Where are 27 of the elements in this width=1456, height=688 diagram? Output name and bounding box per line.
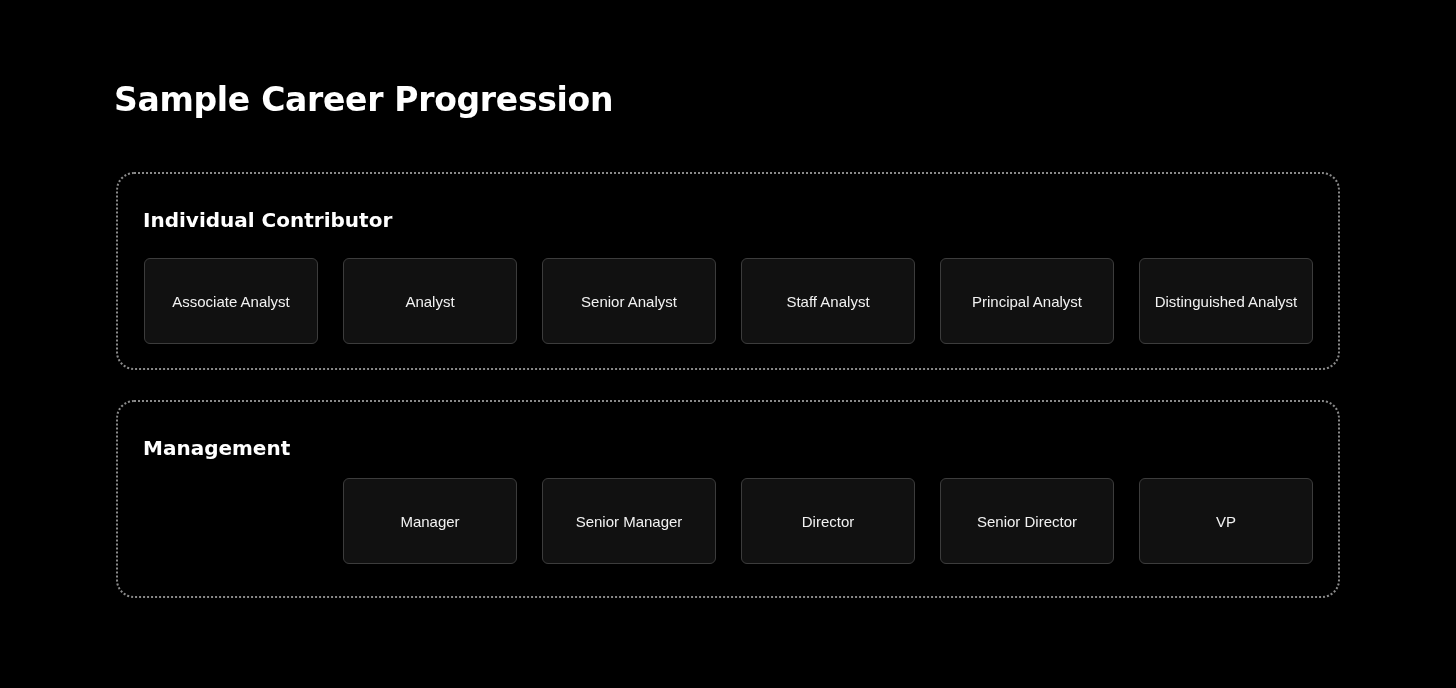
role-label: Senior Manager [575,512,683,530]
role-label: Senior Director [976,512,1077,530]
role-label: Distinguished Analyst [1154,292,1298,310]
role-box [741,478,915,564]
role-label: Senior Analyst [581,292,677,310]
role-box [542,258,716,344]
diagram-title: Sample Career Progression [114,80,614,119]
role-label: Analyst [405,292,455,310]
role-label: Manager [400,512,460,530]
role-box [940,258,1114,344]
role-box [343,258,517,344]
role-label: Director [801,512,855,530]
role-box [343,478,517,564]
role-label: Associate Analyst [172,292,290,310]
role-label: VP [1216,512,1236,530]
role-box [542,478,716,564]
track-group [116,172,1340,370]
track-group [116,400,1340,598]
group-heading: Individual Contributor [143,208,393,232]
role-box [741,258,915,344]
role-box [1139,258,1313,344]
role-box [940,478,1114,564]
role-box [144,258,318,344]
role-label: Staff Analyst [786,292,870,310]
role-box [1139,478,1313,564]
group-heading: Management [143,436,291,460]
role-label: Principal Analyst [971,292,1083,310]
